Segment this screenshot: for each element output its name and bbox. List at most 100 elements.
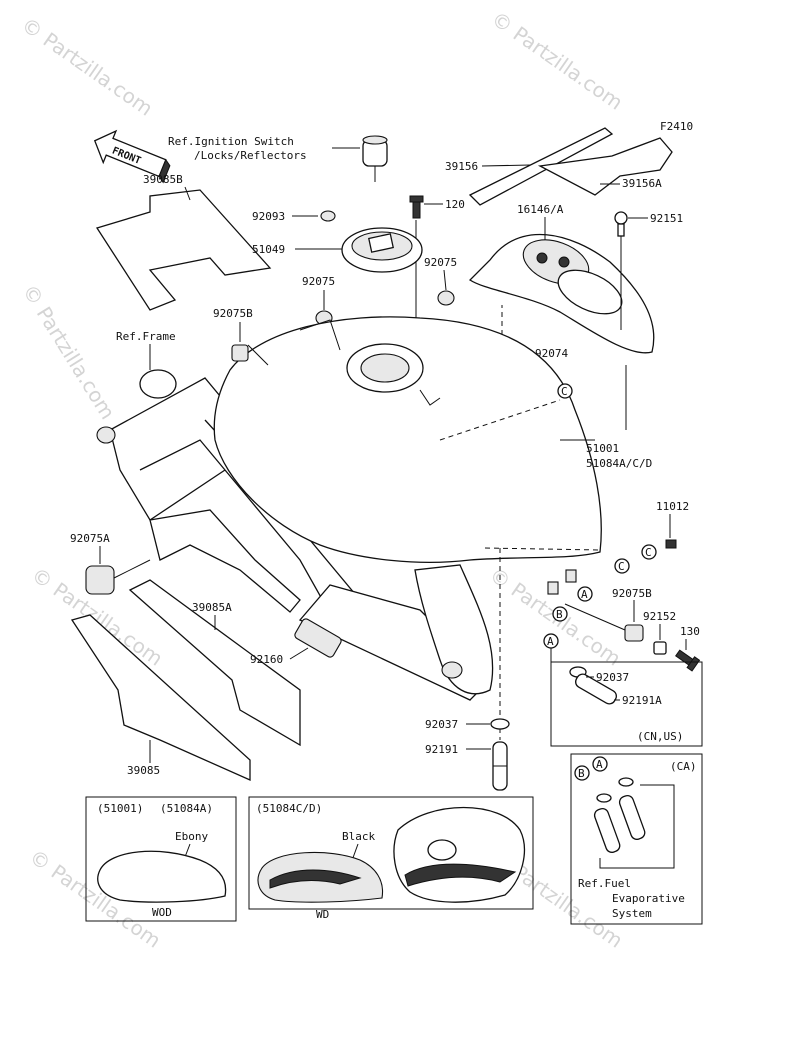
label-92191a: 92191A bbox=[622, 694, 662, 707]
meter-dial bbox=[558, 256, 570, 268]
fuel-tank-tunnel bbox=[414, 564, 494, 695]
grommet-92075b bbox=[231, 344, 249, 362]
watermark: © Partzilla.com bbox=[487, 6, 627, 114]
variant-right-flame bbox=[404, 863, 517, 887]
tank-fitting bbox=[565, 569, 577, 583]
pad-39085 bbox=[70, 614, 251, 782]
clip-ca bbox=[618, 777, 634, 787]
label-92075b-right: 92075B bbox=[612, 587, 652, 600]
frame-steering-head bbox=[139, 369, 177, 399]
cap-51049-key bbox=[368, 233, 394, 253]
label-92075a: 92075A bbox=[70, 532, 110, 545]
variant-right-filler bbox=[427, 839, 457, 861]
ref-fuel-line3: System bbox=[612, 907, 652, 920]
callout-b-label: B bbox=[578, 767, 585, 780]
bolt-120-head bbox=[409, 195, 424, 203]
grommet-92075 bbox=[437, 290, 455, 306]
label-16146: 16146/A bbox=[517, 203, 564, 216]
leader-line bbox=[599, 784, 675, 869]
label-92152: 92152 bbox=[643, 610, 676, 623]
ignition-cap-part bbox=[362, 135, 388, 182]
leader-line bbox=[247, 344, 269, 366]
label-51049: 51049 bbox=[252, 243, 285, 256]
callout-a-label: A bbox=[547, 635, 554, 648]
bracket-92160: 92160 bbox=[250, 618, 342, 666]
fuel-tank-filler-neck bbox=[360, 353, 410, 383]
watermark: © Partzilla.com bbox=[17, 12, 157, 120]
bolt-120-shank bbox=[412, 199, 421, 219]
screw-92151-head bbox=[614, 211, 628, 225]
callout-b bbox=[574, 765, 590, 781]
frame-lower-rail bbox=[149, 509, 301, 613]
pad-39085b-shape bbox=[95, 189, 272, 311]
grommet-92075b bbox=[624, 624, 644, 642]
callout-c bbox=[614, 558, 630, 574]
ref-ignition-line1: Ref.Ignition Switch bbox=[168, 135, 294, 148]
callout-a bbox=[592, 756, 608, 772]
label-11012: 11012 bbox=[656, 500, 689, 513]
variant-right-header: (51084C/D) bbox=[256, 802, 322, 815]
leader-line bbox=[443, 269, 447, 291]
variant-left-code: WOD bbox=[152, 906, 172, 919]
screw-92151-shank bbox=[617, 223, 625, 237]
leader-dash bbox=[484, 547, 601, 551]
ignition-cap-top bbox=[362, 135, 388, 145]
ref-fuel-line2: Evaporative bbox=[612, 892, 685, 905]
ref-ignition-line2: /Locks/Reflectors bbox=[194, 149, 307, 162]
variant-left-tank bbox=[97, 850, 227, 903]
cap-51049: 51049 bbox=[252, 227, 423, 273]
label-92160: 92160 bbox=[250, 653, 283, 666]
bracket-92160-shape bbox=[294, 618, 342, 658]
variant-left-header-2: (51084A) bbox=[160, 802, 213, 815]
strip-39156: 39156 39156A bbox=[445, 127, 673, 206]
meter-cover-outer bbox=[468, 233, 655, 354]
leader-dash bbox=[439, 399, 561, 441]
label-ref-frame: Ref.Frame bbox=[116, 330, 176, 343]
leader-line bbox=[113, 559, 151, 579]
label-92074: 92074 bbox=[535, 347, 568, 360]
variant-right-tank-top bbox=[393, 806, 525, 903]
part-11012 bbox=[665, 539, 677, 549]
clip-ca bbox=[596, 793, 612, 803]
callout-c-label: C bbox=[645, 546, 652, 559]
label-39156: 39156 bbox=[445, 160, 478, 173]
tank-bracket bbox=[299, 319, 341, 351]
strip-39156a-shape bbox=[537, 137, 673, 196]
variant-right-color: Black bbox=[342, 830, 375, 843]
variant-box-wod: (51001) (51084A) Ebony WOD bbox=[85, 796, 237, 922]
label-39156a: 39156A bbox=[622, 177, 662, 190]
box-cn-us-frame bbox=[550, 661, 703, 747]
cn-us-label: (CN,US) bbox=[637, 730, 683, 743]
callout-a-label: A bbox=[596, 758, 603, 771]
variant-right-code: WD bbox=[316, 908, 329, 921]
figure-code: F2410 bbox=[660, 120, 693, 133]
callout-b bbox=[552, 606, 568, 622]
bushing-92075a bbox=[85, 565, 115, 595]
callout-c bbox=[641, 544, 657, 560]
label-130: 130 bbox=[680, 625, 700, 638]
pad-39085b: 39085B bbox=[95, 173, 272, 311]
screw-92151: 92151 bbox=[614, 211, 683, 330]
fuel-tank-drain bbox=[441, 661, 463, 679]
callout-a bbox=[577, 586, 593, 602]
callout-c-label: C bbox=[561, 385, 568, 398]
box-ca-frame bbox=[570, 753, 703, 925]
frame-mount bbox=[96, 426, 116, 444]
label-39085: 39085 bbox=[127, 764, 160, 777]
hose-ca bbox=[593, 807, 621, 853]
label-39085a: 39085A bbox=[192, 601, 232, 614]
variant-left-header-1: (51001) bbox=[97, 802, 143, 815]
label-39085b: 39085B bbox=[143, 173, 183, 186]
label-120: 120 bbox=[445, 198, 465, 211]
label-92037-lower: 92037 bbox=[425, 718, 458, 731]
box-ca: (CA) A B Ref.Fuel Evaporative System bbox=[570, 753, 703, 925]
callout-a-label: A bbox=[581, 588, 588, 601]
front-arrow-depth bbox=[158, 158, 171, 184]
grommet-92093 bbox=[320, 210, 336, 222]
frame-assembly: Ref.Frame bbox=[96, 330, 481, 701]
pad-39085a bbox=[128, 579, 301, 747]
ref-fuel-line1: Ref.Fuel bbox=[578, 877, 631, 890]
leader-line bbox=[481, 164, 531, 167]
